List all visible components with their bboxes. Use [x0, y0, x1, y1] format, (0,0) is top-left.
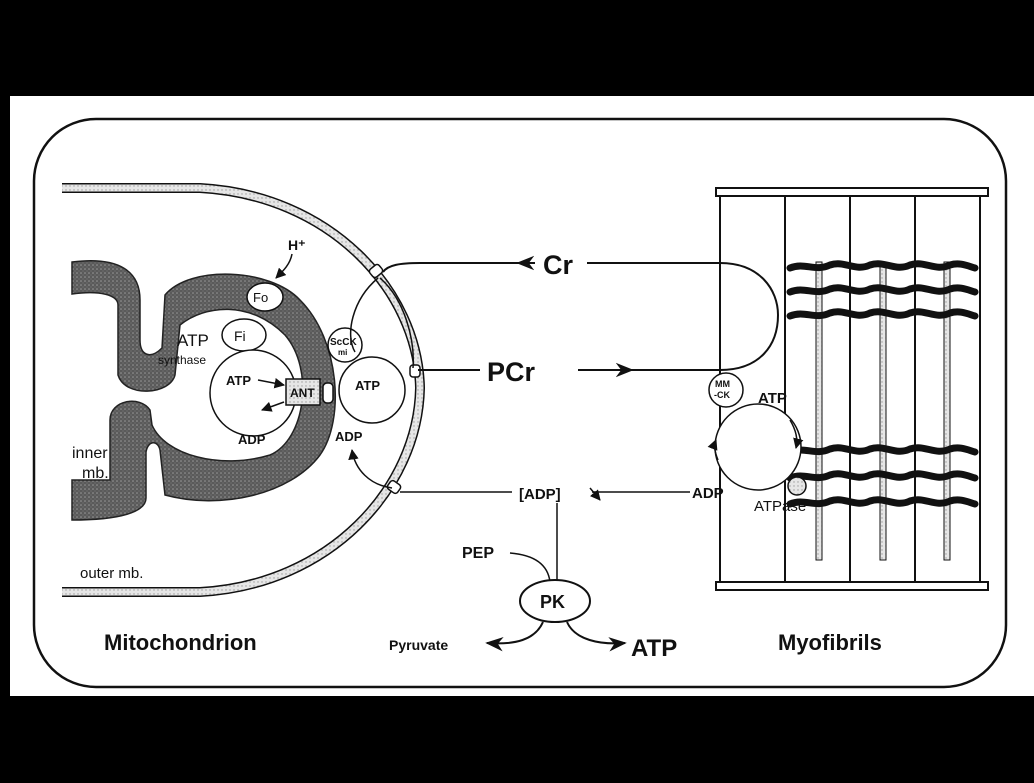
outer-mb-label: outer mb.	[80, 565, 143, 582]
adp-left-label: ADP	[238, 432, 266, 447]
ant-label: ANT	[290, 386, 315, 400]
mm-label: MM	[715, 379, 730, 389]
atp-scck-label: ATP	[355, 378, 380, 393]
inner-mb-label: mb.	[82, 465, 109, 482]
ck-label: -CK	[714, 390, 730, 400]
inner-label: inner	[72, 445, 108, 462]
atp-synthase-label: ATP	[177, 331, 209, 350]
adp-scck-label: ADP	[335, 429, 363, 444]
synthase-label: synthase	[158, 353, 206, 367]
ant-pore	[323, 383, 333, 403]
h-plus-label: H⁺	[288, 237, 306, 253]
mitochondrion-title: Mitochondrion	[104, 630, 257, 655]
atp-pk-label: ATP	[631, 635, 677, 662]
scck-mi-label: mi	[338, 348, 347, 357]
scck-label: ScCK	[330, 337, 357, 348]
fo-label: Fo	[253, 290, 268, 305]
pk-label: PK	[540, 592, 565, 612]
adp-mm-label: ADP	[692, 485, 724, 502]
atp-synthase-cycle	[210, 350, 296, 436]
z-band-top	[716, 188, 988, 196]
z-band-bottom	[716, 582, 988, 590]
adp-bracket-label: [ADP]	[519, 486, 561, 503]
pyruvate-label: Pyruvate	[389, 637, 448, 653]
pep-label: PEP	[462, 545, 494, 562]
atpase-enzyme	[788, 477, 806, 495]
myofibrils-title: Myofibrils	[778, 630, 882, 655]
myofibril-atp-cycle	[715, 404, 801, 490]
fi-label: Fi	[234, 328, 246, 344]
cr-label: Cr	[543, 250, 573, 280]
atpase-label: ATPase	[754, 498, 806, 515]
atp-left-label: ATP	[226, 373, 251, 388]
pcr-label: PCr	[487, 357, 536, 387]
